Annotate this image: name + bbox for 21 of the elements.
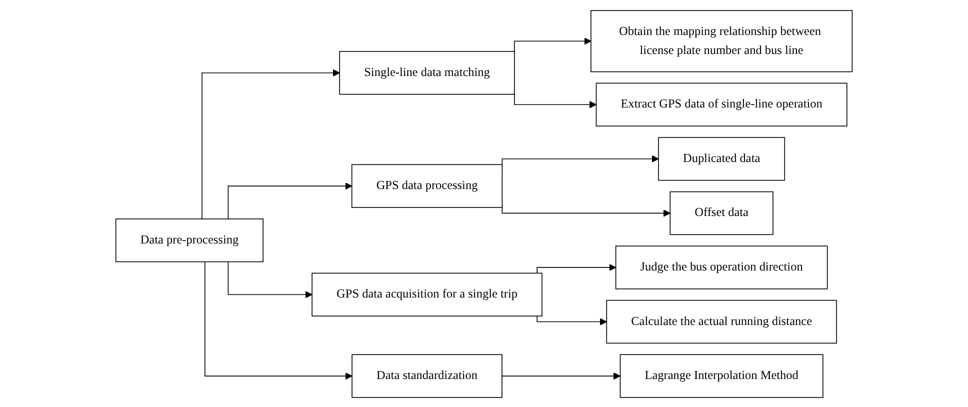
arrow (202, 68, 340, 219)
node-box: Extract GPS data of single-line operation (596, 82, 848, 126)
arrow (514, 37, 592, 53)
node-box: GPS data processing (351, 164, 503, 208)
node-box: Single-line data matching (339, 50, 515, 94)
node-box: Data pre-processing (115, 218, 264, 262)
node-box: Lagrange Interpolation Method (620, 354, 824, 398)
node-box: Offset data (670, 190, 774, 235)
arrow (502, 372, 621, 380)
arrow (514, 92, 597, 108)
arrow (204, 260, 352, 380)
node-box: Calculate the actual running distance (606, 299, 837, 344)
arrow (536, 315, 607, 325)
node-box: Duplicated data (658, 136, 786, 180)
arrow (228, 260, 312, 298)
node-box: GPS data acquisition for a single trip (312, 272, 542, 316)
arrow (536, 263, 616, 274)
arrow (228, 182, 352, 219)
node-box: Judge the bus operation direction (615, 245, 828, 289)
node-box: Data standardization (352, 354, 502, 398)
node-box: Obtain the mapping relationship between license plate number and bus line (590, 10, 853, 72)
